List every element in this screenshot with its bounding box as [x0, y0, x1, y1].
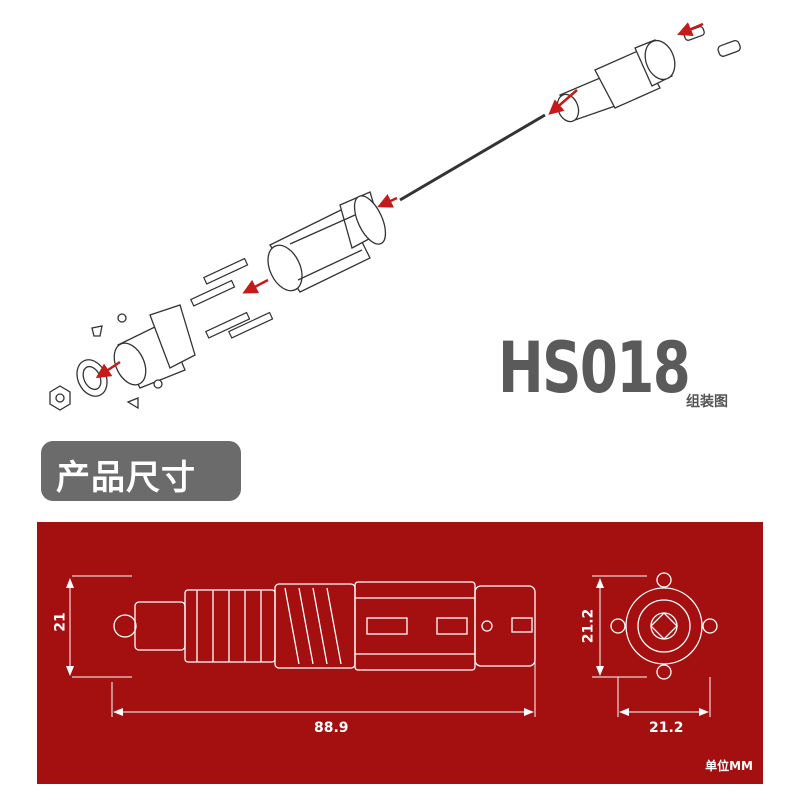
dimension-lines — [69, 575, 711, 717]
unit-label: 单位MM — [705, 759, 753, 773]
front-housing-part — [113, 304, 196, 389]
front-nut-part — [49, 385, 71, 411]
pin-rods — [189, 257, 274, 339]
dimension-arrowheads — [66, 578, 709, 716]
tip-part-2 — [717, 40, 741, 57]
length-dimension: 88.9 — [314, 720, 349, 736]
exploded-assembly-diagram — [49, 22, 741, 411]
front-ring-part — [76, 359, 108, 397]
rear-housing-part — [556, 39, 676, 123]
dimensions-title: 产品尺寸 — [56, 458, 196, 498]
dimensions-header: 产品尺寸 — [41, 441, 241, 501]
dimension-drawing — [66, 572, 718, 717]
dimensions-panel: 21 88.9 21.2 21.2 单位MM — [37, 522, 763, 784]
model-number: HS018 — [498, 327, 691, 409]
side-view-drawing — [113, 581, 536, 671]
small-screws — [91, 313, 163, 410]
assembly-arrows — [95, 22, 704, 379]
long-rod — [399, 113, 546, 202]
mid-body-part — [267, 191, 387, 293]
width-dimension-front: 21.2 — [649, 720, 684, 736]
front-view-drawing — [610, 572, 718, 680]
assembly-label: 组装图 — [686, 394, 728, 410]
height-dimension-side: 21 — [52, 612, 69, 632]
height-dimension-front: 21.2 — [580, 608, 597, 644]
